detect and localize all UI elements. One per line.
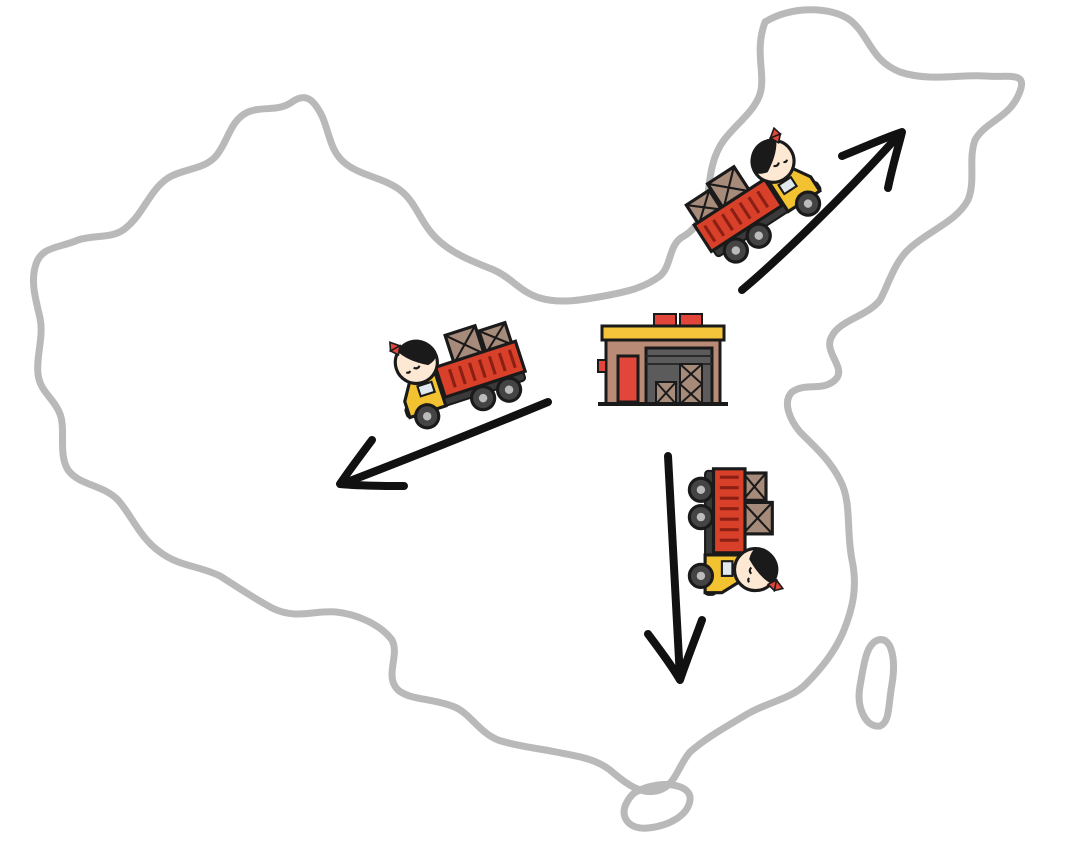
route-northeast xyxy=(672,123,906,294)
route-south xyxy=(644,452,785,684)
arrow-northeast-icon xyxy=(738,128,906,294)
hainan-outline xyxy=(620,781,694,832)
arrow-west-icon xyxy=(336,398,552,490)
arrow-south-icon xyxy=(644,452,706,684)
delivery-truck-icon xyxy=(687,467,785,597)
delivery-truck-icon xyxy=(672,123,832,274)
taiwan-outline xyxy=(855,636,897,730)
route-west xyxy=(336,303,552,490)
warehouse-icon xyxy=(597,313,728,406)
china-outline xyxy=(30,6,1026,795)
